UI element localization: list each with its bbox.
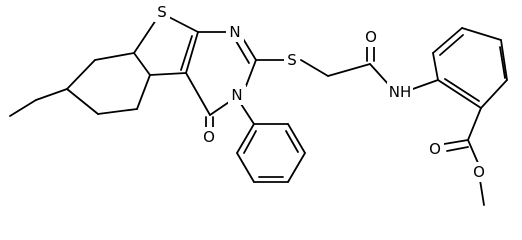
bond (243, 130, 257, 154)
bond (443, 139, 469, 145)
bond (432, 27, 463, 54)
bond-layer (9, 13, 508, 206)
bond (66, 88, 99, 115)
bond (437, 79, 482, 109)
bond (180, 35, 193, 71)
bond (236, 123, 255, 154)
svg-text:O: O (473, 163, 485, 181)
bond (287, 152, 306, 183)
pyrimidine-nitrogen-3-atom: N (228, 85, 246, 105)
bond (446, 146, 469, 152)
bond (409, 79, 439, 91)
bond (149, 72, 187, 76)
bond (235, 40, 250, 64)
bond (480, 79, 508, 109)
bond (432, 52, 439, 81)
svg-text:O: O (203, 128, 215, 146)
bond (94, 52, 135, 61)
svg-text:O: O (365, 28, 377, 46)
bond (479, 179, 485, 206)
bond (461, 27, 502, 41)
ester-ether-oxygen-atom: O (470, 162, 488, 182)
bond (185, 72, 211, 116)
ester-carbonyl-oxygen-atom: O (426, 139, 444, 159)
svg-text:S: S (157, 3, 167, 21)
pyrimidine-nitrogen-1-atom: N (226, 22, 244, 42)
bond (245, 59, 257, 87)
bond (9, 99, 37, 117)
bond (300, 59, 329, 77)
amide-nitrogen-atom: NH (387, 82, 413, 102)
bond (236, 152, 255, 183)
bond (185, 31, 199, 74)
structure-canvas: S N N O S O NH (9, 2, 508, 206)
svg-text:NH: NH (389, 83, 412, 101)
svg-text:S: S (287, 51, 297, 69)
bond (240, 103, 255, 125)
svg-text:N: N (231, 86, 242, 104)
svg-text:O: O (429, 140, 441, 158)
bond (439, 34, 464, 56)
svg-text:N: N (229, 23, 240, 41)
bond (287, 123, 306, 154)
thioether-sulfur-atom: S (284, 50, 300, 70)
bond (241, 36, 257, 61)
bond (444, 78, 480, 102)
thiophene-sulfur-atom: S (154, 2, 170, 22)
bond (136, 74, 151, 110)
bond (133, 19, 157, 54)
bond (467, 139, 479, 164)
atom-label-layer: S N N O S O NH (154, 2, 488, 182)
bond (133, 52, 151, 76)
bond (467, 107, 482, 141)
bond (499, 46, 506, 79)
bond (327, 63, 371, 77)
molecule-structure: S N N O S O NH (9, 2, 508, 206)
bond (35, 88, 68, 101)
bond (500, 39, 508, 81)
bond (369, 63, 390, 86)
bond (285, 130, 299, 153)
bond (66, 59, 96, 90)
bond (97, 108, 138, 115)
ring-carbonyl-oxygen-atom: O (200, 127, 218, 147)
amide-oxygen-atom: O (362, 27, 380, 47)
